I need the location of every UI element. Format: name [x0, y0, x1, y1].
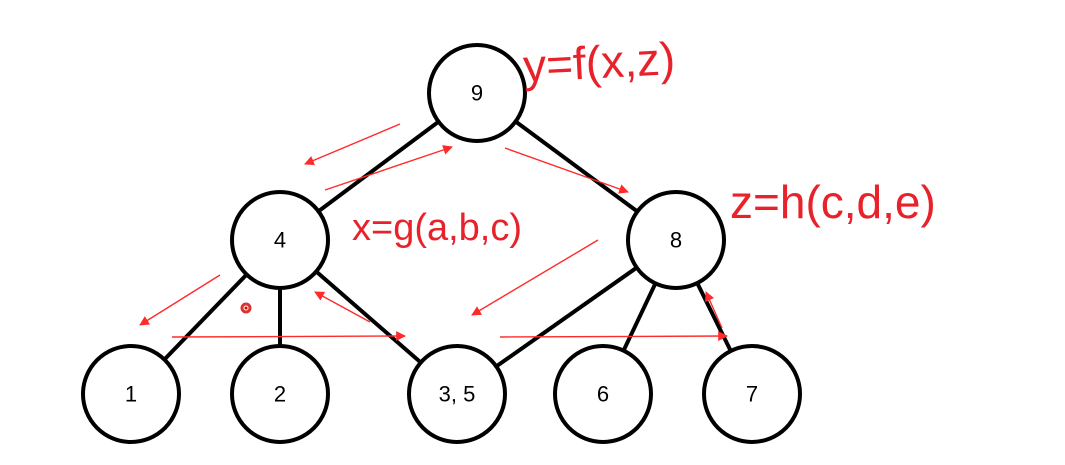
arrow-7-to-8	[705, 291, 723, 329]
tree-node-n4: 4	[230, 190, 330, 290]
node-label: 9	[471, 81, 483, 106]
node-circle	[230, 190, 330, 290]
tree-node-n2: 2	[230, 344, 330, 444]
node-circle	[407, 344, 507, 444]
node-label: 2	[274, 382, 286, 407]
node-circle	[626, 190, 726, 290]
node-label: 7	[746, 382, 758, 407]
y-equation-note: y=f(x,z)	[522, 32, 677, 92]
traversal-arrows	[139, 123, 728, 341]
pointer-indicator	[240, 302, 252, 314]
z-equation-note: z=h(c,d,e)	[730, 176, 936, 228]
arrow-4-to-1	[139, 274, 221, 326]
node-label: 6	[597, 382, 609, 407]
arrow-35-to-4	[314, 291, 371, 323]
tree-node-n6: 6	[553, 344, 653, 444]
arrow-4-to-9	[324, 145, 453, 191]
tree-node-n7: 7	[702, 344, 802, 444]
node-label: 1	[125, 382, 137, 407]
node-circle	[81, 344, 181, 444]
tree-node-n8: 8	[626, 190, 726, 290]
node-circle	[230, 344, 330, 444]
tree-node-n35: 3, 5	[407, 344, 507, 444]
node-circle	[553, 344, 653, 444]
arrow-9-to-8	[504, 147, 629, 194]
node-circle	[427, 43, 527, 143]
node-label: 4	[274, 228, 286, 253]
x-equation-note: x=g(a,b,c)	[352, 207, 522, 249]
arrow-35-to-7	[499, 331, 728, 341]
pointer-dot	[244, 306, 248, 310]
arrow-8-to-35	[471, 239, 599, 316]
tree-node-n1: 1	[81, 344, 181, 444]
node-circle	[702, 344, 802, 444]
node-label: 8	[670, 228, 682, 253]
tree-node-n9: 9	[427, 43, 527, 143]
arrow-1-to-35	[171, 331, 406, 341]
arrow-9-to-4	[304, 123, 401, 166]
node-label: 3, 5	[439, 382, 476, 407]
handwritten-annotations: y=f(x,z) x=g(a,b,c) z=h(c,d,e)	[352, 32, 936, 249]
